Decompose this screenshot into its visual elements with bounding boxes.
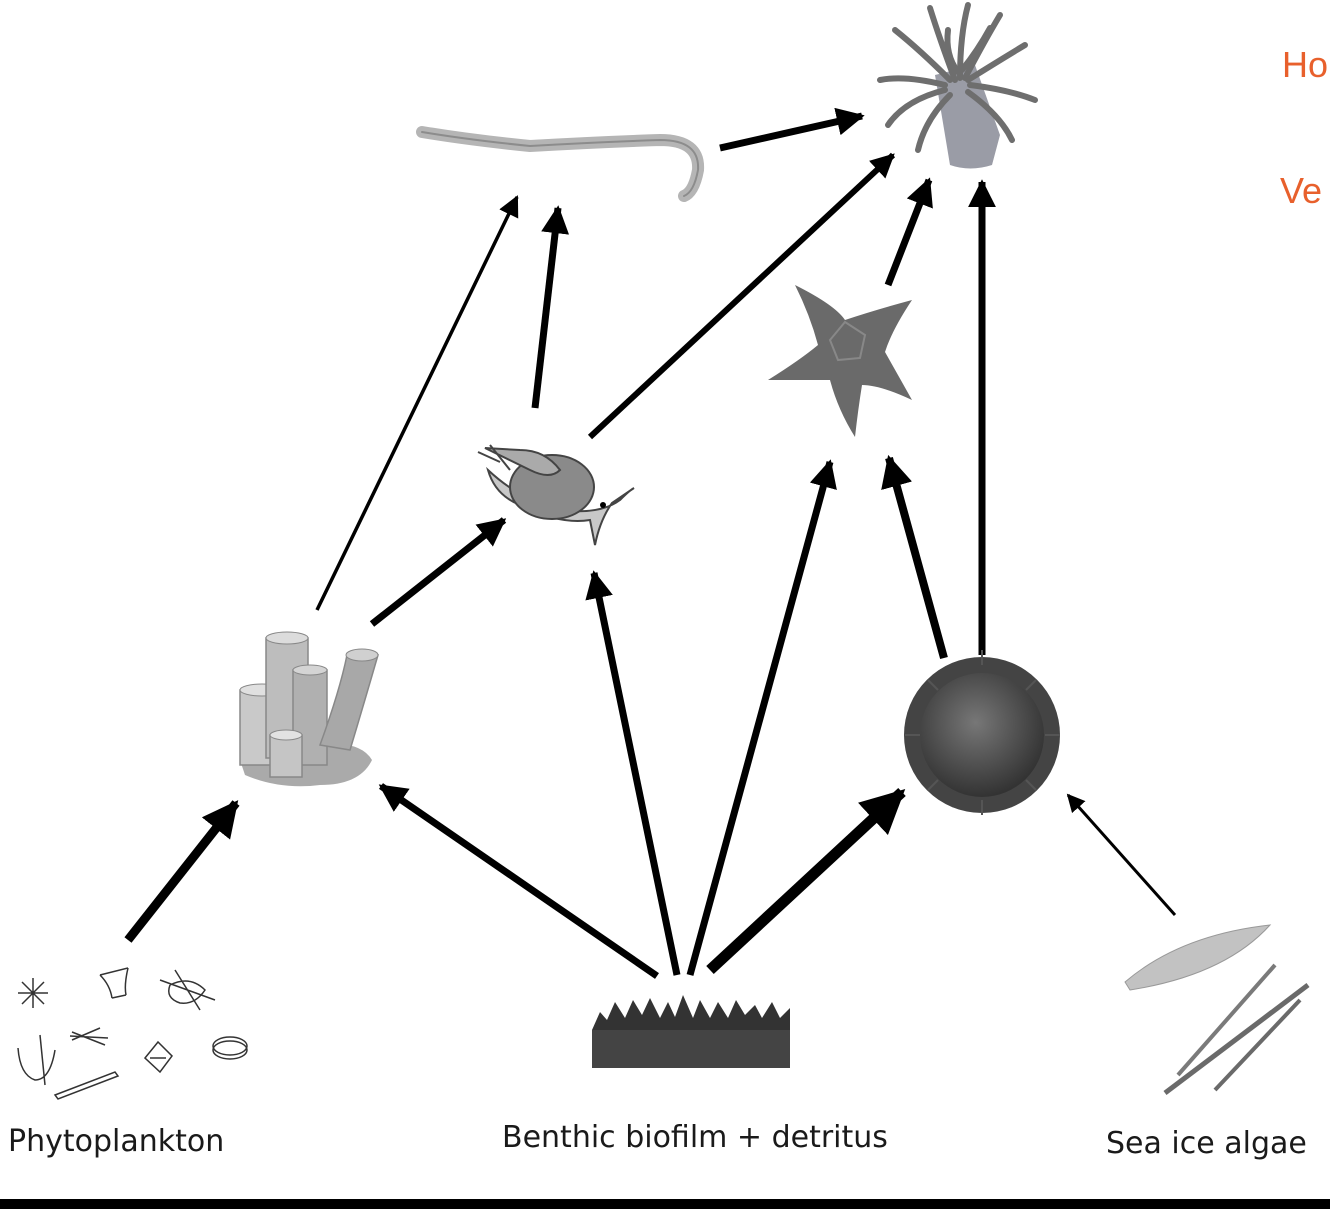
worm-icon — [422, 132, 698, 196]
label-phytoplankton: Phytoplankton — [8, 1124, 224, 1159]
arrow-seaice-to-urchin — [1068, 795, 1175, 915]
arrow-benthic-to-sponge — [381, 786, 657, 976]
side-note-line-1: Ho — [1282, 44, 1328, 86]
sea-urchin-icon — [904, 650, 1060, 815]
sea-star-icon — [768, 285, 912, 437]
phytoplankton-icon — [18, 968, 247, 1099]
side-note-line-2: Ve — [1280, 170, 1322, 212]
arrow-phyto-to-sponge — [128, 803, 236, 940]
sea-anemone-icon — [880, 5, 1035, 169]
arrow-worm-to-anemone — [720, 116, 862, 148]
label-benthic-biofilm: Benthic biofilm + detritus — [502, 1120, 888, 1155]
bottom-bar — [0, 1199, 1330, 1209]
arrow-sponge-to-worm — [317, 197, 517, 610]
sea-ice-algae-icon — [1125, 925, 1308, 1093]
arrow-benthic-to-urchin — [710, 792, 902, 970]
arrow-snail-to-worm — [535, 208, 558, 408]
arrows — [128, 116, 1175, 976]
snail-icon — [478, 445, 634, 545]
arrow-sponge-to-snail — [372, 520, 504, 624]
benthic-biofilm-icon — [592, 995, 790, 1068]
arrow-star-to-anemone — [888, 180, 929, 285]
arrow-benthic-to-star — [690, 462, 830, 975]
arrow-benthic-to-snail — [594, 573, 677, 975]
arrow-urchin-to-star — [889, 458, 944, 658]
sponge-icon — [240, 632, 378, 786]
label-sea-ice-algae: Sea ice algae — [1106, 1126, 1307, 1161]
